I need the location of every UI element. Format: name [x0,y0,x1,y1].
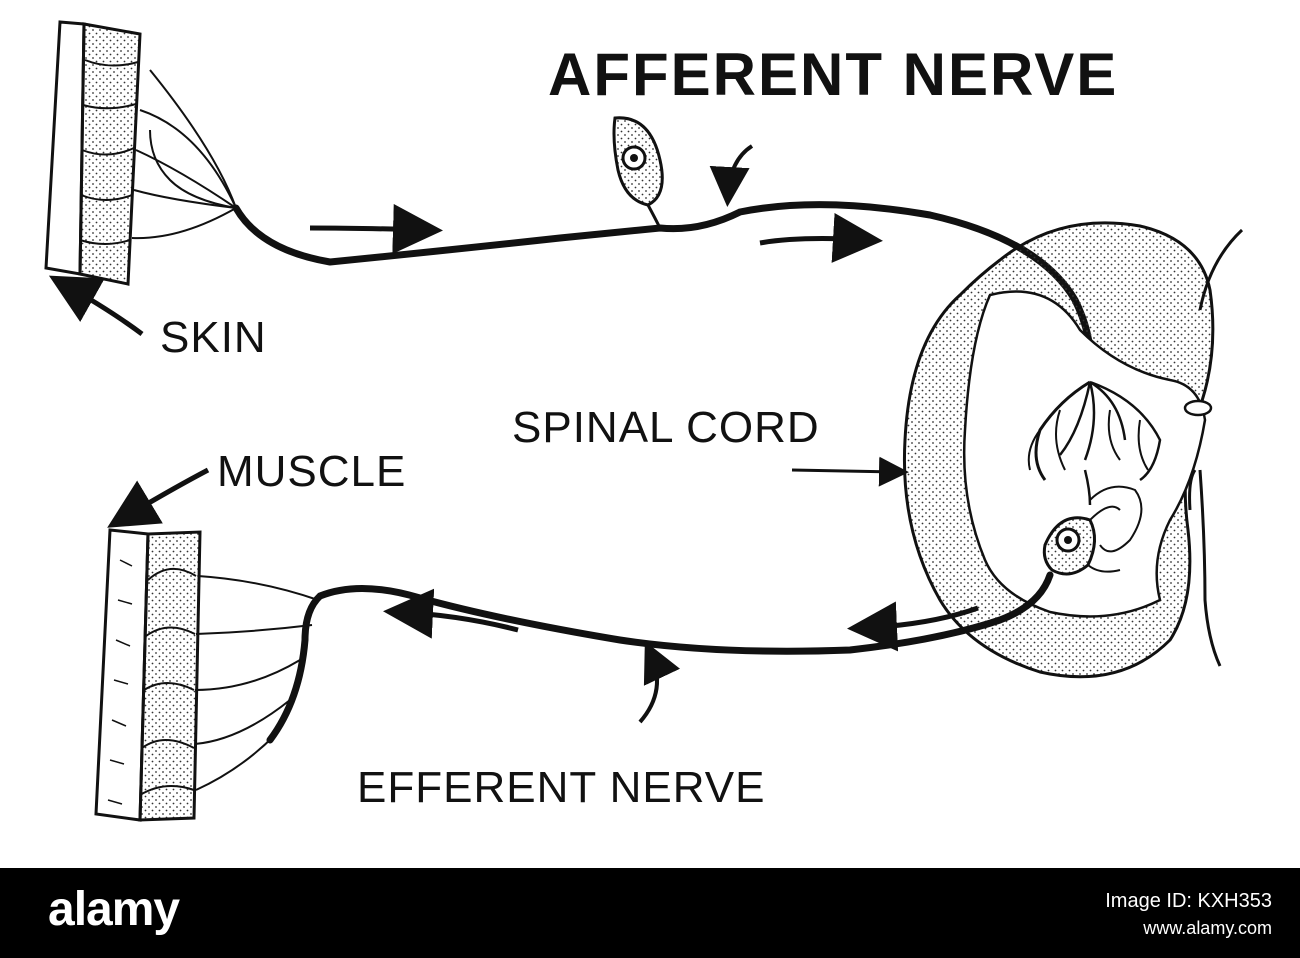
afferent-nerve-label: AFFERENT NERVE [548,41,1119,108]
image-id-text: Image ID: KXH353 [1105,890,1272,912]
flow-arrow-efferent-2 [383,588,519,639]
pointer-arrow-skin [48,275,144,337]
spinal-cord-section [902,221,1244,679]
pointer-arrow-spinal-cord [791,456,909,487]
site-url-text: www.alamy.com [1143,918,1272,938]
skin-tissue [44,20,237,286]
pointer-arrow-afferent [709,144,754,207]
pointer-arrow-muscle [107,467,210,528]
afferent-cell-body [612,116,664,229]
reflex-arc-diagram: AFFERENT NERVE SKIN SPINAL CORD MUSCLE E… [44,20,1244,822]
flow-arrow-efferent-1 [847,601,979,652]
arrows [48,144,979,724]
efferent-nerve-fiber [266,571,1054,744]
spinal-cord-label: SPINAL CORD [512,403,820,452]
muscle-tissue [94,528,319,822]
efferent-nerve-label: EFFERENT NERVE [357,763,766,812]
flow-arrow-afferent-1 [309,203,443,254]
watermark-footer: alamy Image ID: KXH353 www.alamy.com [0,868,1300,958]
brand-logo: alamy [48,883,180,936]
muscle-label: MUSCLE [217,447,407,496]
diagram-drawing [44,20,1244,822]
flow-arrow-afferent-2 [759,212,883,263]
skin-label: SKIN [160,313,267,362]
synapse-branches [1027,380,1162,553]
motor-neuron-body [1042,505,1121,576]
pointer-arrow-efferent [638,641,681,724]
